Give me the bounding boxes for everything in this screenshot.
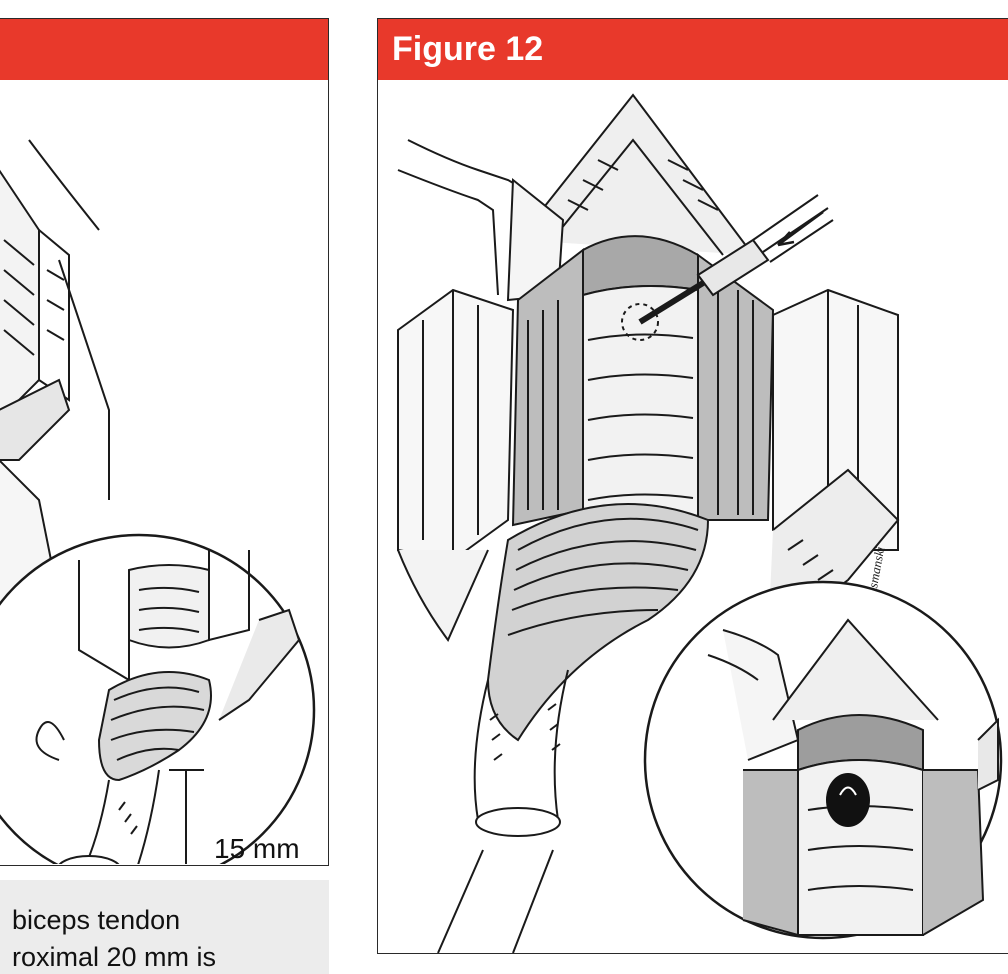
caption-line-1: biceps tendon <box>12 905 181 935</box>
caption-text: biceps tendon roximal 20 mm is <box>12 902 216 974</box>
right-surgical-drawing: Taylor Wesmanski <box>397 93 1003 953</box>
drill-icon <box>638 194 834 325</box>
measurement-label: 15 mm <box>214 833 300 864</box>
arrow-icon <box>777 210 824 247</box>
caption-line-2: roximal 20 mm is <box>12 942 217 972</box>
caption-box: biceps tendon roximal 20 mm is <box>0 880 329 974</box>
tunnel-hole-icon <box>826 773 870 827</box>
right-inset-circle <box>643 580 1003 940</box>
right-figure-illustration: Taylor Wesmanski <box>378 80 1008 953</box>
left-surgical-drawing: 15 mm <box>0 139 316 864</box>
left-figure-illustration: 15 mm <box>0 80 328 865</box>
right-figure-panel: Figure 12 <box>377 18 1008 954</box>
figure-title: Figure 12 <box>378 19 1008 80</box>
left-inset-circle: 15 mm <box>0 533 316 864</box>
left-figure-panel: 15 mm <box>0 18 329 866</box>
left-figure-header <box>0 19 328 80</box>
